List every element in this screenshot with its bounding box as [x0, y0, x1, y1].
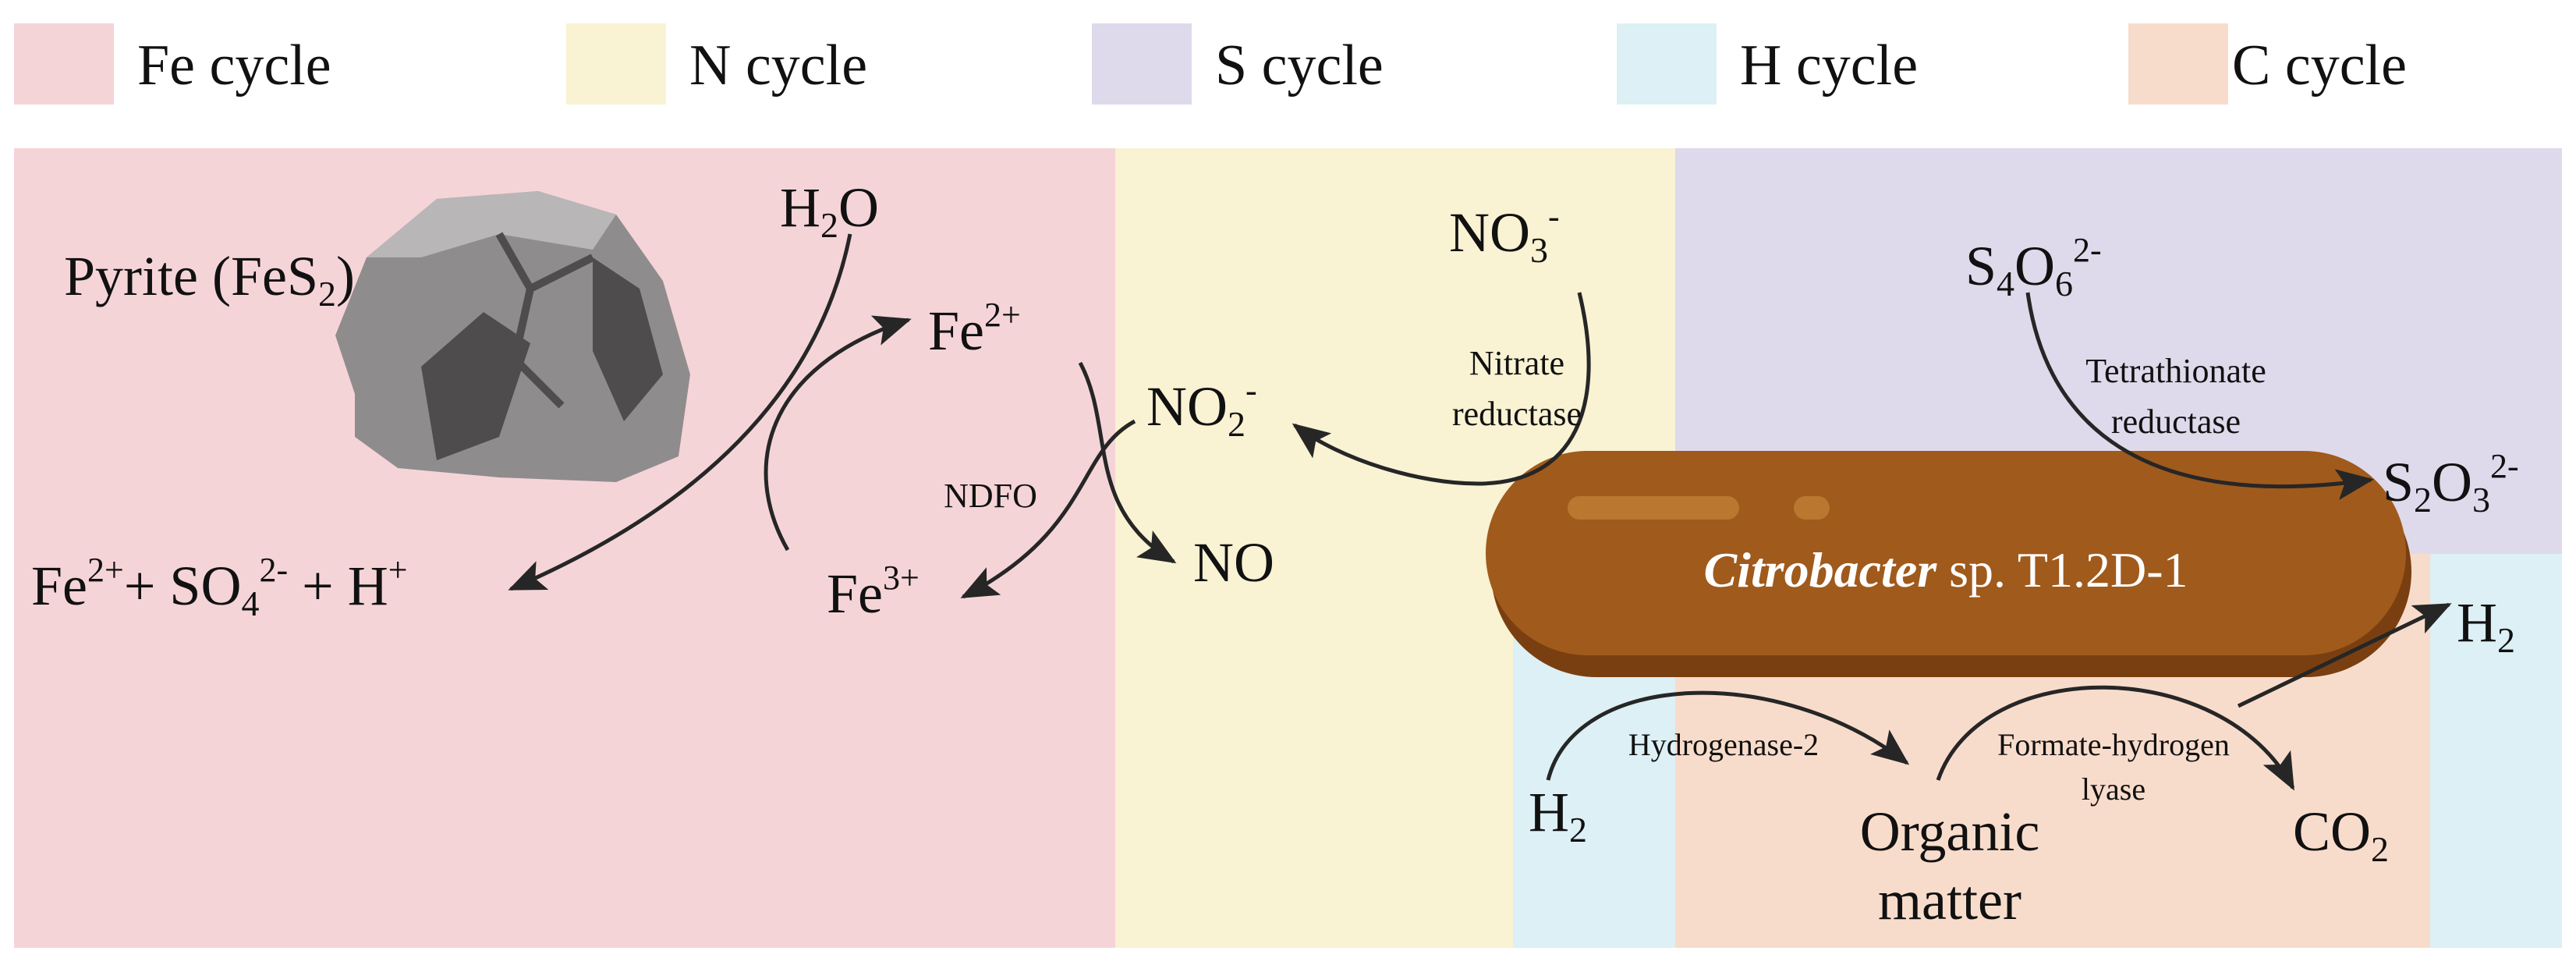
- enzyme-fhl-line1: Formate-hydrogen: [1997, 727, 2230, 762]
- legend-label-c: C cycle: [2232, 34, 2407, 98]
- arrow-organic-to-co2: [1936, 685, 2295, 791]
- enzyme-tetrathionate-line1: Tetrathionate: [2085, 352, 2266, 390]
- species-labels: Pyrite (FeS2) H2O Fe2+ Fe3+ Fe2++ SO42- …: [31, 176, 2519, 931]
- label-no: NO: [1193, 531, 1274, 594]
- label-s4o6: S4O62-: [1965, 231, 2102, 303]
- organism-strain: sp. T1.2D-1: [1936, 542, 2188, 598]
- reaction-arrows: [508, 233, 2452, 791]
- legend-label-h: H cycle: [1740, 34, 1918, 98]
- bacterium-citrobacter: Citrobacter sp. T1.2D-1: [1486, 451, 2411, 677]
- arrow-s4o6-to-s2o3: [2025, 292, 2374, 500]
- arrow-to-h2-right: [2237, 602, 2452, 708]
- label-organic-line1: Organic: [1860, 800, 2040, 863]
- enzyme-hydrogenase: Hydrogenase-2: [1628, 727, 1819, 762]
- label-fe3: Fe3+: [827, 559, 919, 625]
- organism-genus: Citrobacter: [1703, 542, 1937, 598]
- label-pyrite: Pyrite (FeS2): [64, 245, 355, 314]
- organism-label: Citrobacter sp. T1.2D-1: [1703, 542, 2188, 598]
- label-pyrite-products: Fe2++ SO42- + H+: [31, 551, 408, 623]
- enzyme-nitrate-line2: reductase: [1452, 395, 1582, 433]
- arrow-fe3-to-fe2: [764, 315, 912, 552]
- label-co2: CO2: [2293, 800, 2389, 869]
- arrow-h2o-to-products: [508, 233, 852, 591]
- arrow-fe2-to-no: [1078, 361, 1177, 564]
- legend-label-s: S cycle: [1215, 34, 1384, 98]
- enzyme-nitrate-line1: Nitrate: [1469, 344, 1564, 382]
- label-h2o: H2O: [780, 176, 879, 245]
- legend-swatch-fe: [14, 23, 114, 105]
- enzyme-fhl-line2: lyase: [2082, 772, 2145, 807]
- enzyme-tetrathionate-line2: reductase: [2111, 403, 2241, 441]
- label-h2-left: H2: [1529, 781, 1587, 850]
- legend-swatch-c: [2128, 23, 2228, 105]
- enzyme-ndfo: NDFO: [944, 477, 1037, 515]
- legend-swatch-s: [1092, 23, 1192, 105]
- legend-label-n: N cycle: [689, 34, 867, 98]
- legend-swatch-n: [566, 23, 666, 105]
- label-s2o3: S2O32-: [2383, 447, 2519, 520]
- pyrite-rock-icon: [335, 191, 690, 482]
- label-fe2-top: Fe2+: [928, 296, 1021, 362]
- label-no2: NO2-: [1146, 371, 1257, 444]
- legend-label-fe: Fe cycle: [137, 34, 331, 98]
- legend-swatch-h: [1617, 23, 1717, 105]
- region-h-cycle-right: [2430, 554, 2562, 948]
- label-organic-line2: matter: [1878, 869, 2021, 931]
- arrow-no2-to-fe3: [960, 419, 1136, 599]
- label-no3: NO3-: [1449, 197, 1560, 270]
- arrow-h2-to-organic: [1546, 690, 1910, 781]
- region-n-cycle-lower: [1115, 148, 1513, 948]
- legend: Fe cycle N cycle S cycle H cycle C cycle: [14, 23, 2407, 105]
- arrow-no3-to-no2: [1292, 292, 1591, 486]
- label-h2-right: H2: [2457, 591, 2515, 660]
- enzyme-labels: Nitrate reductase NDFO Tetrathionate red…: [944, 344, 2266, 807]
